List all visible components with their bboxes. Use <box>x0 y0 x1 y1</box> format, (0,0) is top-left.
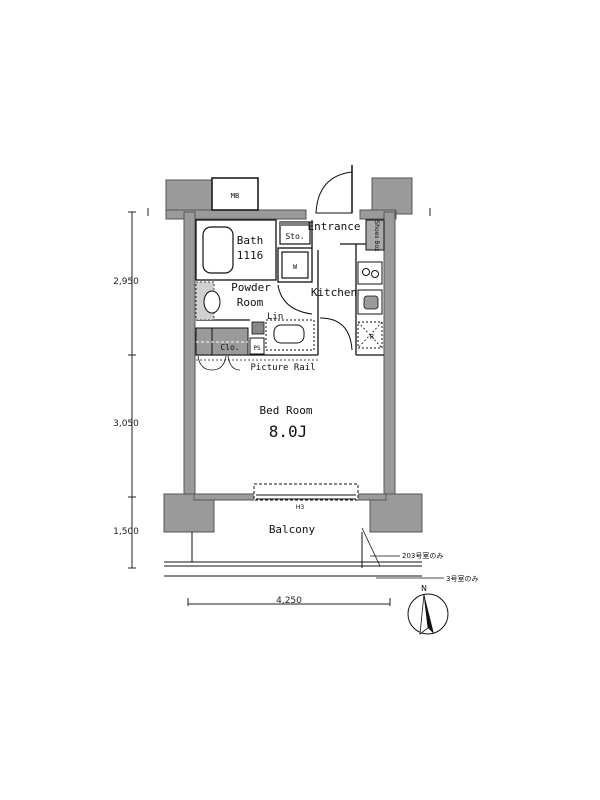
north-arrow-head-dark <box>424 594 434 634</box>
dim-v2: 3,050 <box>113 419 139 429</box>
toilet <box>203 290 221 314</box>
kitchen-door-arc <box>319 317 353 351</box>
entrance-label: Entrance <box>308 220 361 233</box>
bath-area <box>195 219 277 281</box>
mb-box <box>211 177 259 211</box>
powder-door-arc <box>277 284 313 315</box>
bath-size-label: 1116 <box>237 249 264 262</box>
partition-line <box>361 527 381 567</box>
closet-door-3 <box>227 355 241 371</box>
picture-rail-label: Picture Rail <box>250 363 315 373</box>
closet-door-1 <box>197 355 213 371</box>
north-arrow-head-light <box>419 593 429 635</box>
dim-h1: 4,250 <box>276 596 302 606</box>
bottom-wall-left <box>193 493 257 501</box>
north-arrow: N <box>407 584 449 635</box>
powder-room-label-1: Powder <box>231 281 271 294</box>
bed-room-label: Bed Room <box>260 404 313 417</box>
window-dashed <box>253 483 359 501</box>
w-box <box>277 247 313 283</box>
washbasin <box>273 324 305 344</box>
walls <box>163 177 423 533</box>
right-wall <box>383 211 396 503</box>
left-wall <box>183 211 196 503</box>
balcony-rails <box>164 527 422 577</box>
dim-v3: 1,500 <box>113 527 139 537</box>
burner-2 <box>371 270 379 278</box>
lin-label: Lin <box>267 312 283 322</box>
window-label: H3 <box>296 504 305 511</box>
bed-room-size-label: 8.0J <box>269 422 308 441</box>
ps-box <box>249 337 265 355</box>
entrance-door <box>315 171 353 214</box>
clo-label: Clo. <box>220 343 239 352</box>
shoes-box-label: Shoes Box <box>373 220 380 252</box>
kitchen-label: Kitchen <box>311 286 357 299</box>
north-label: N <box>421 584 427 593</box>
sto-label: Sto. <box>285 232 304 241</box>
note-3: 3号室のみ <box>446 574 478 583</box>
lin-box <box>251 321 265 335</box>
sto-shade <box>280 222 310 226</box>
dim-v1: 2,950 <box>113 277 139 287</box>
pillar-top-right <box>371 177 413 215</box>
stove <box>357 261 383 285</box>
dimension-lines <box>128 208 431 606</box>
w-label: W <box>293 263 298 271</box>
burner-1 <box>362 268 370 276</box>
bath-label: Bath <box>237 234 264 247</box>
r-label: R <box>370 333 375 341</box>
ps-label: PS <box>253 345 261 352</box>
washer-box <box>281 251 309 279</box>
kitchen-sink-basin <box>363 295 379 310</box>
note-203: 203号室のみ <box>402 551 443 560</box>
balcony-label: Balcony <box>269 523 316 536</box>
pillar-top-left <box>165 179 213 213</box>
refrigerator-x2 <box>357 321 383 349</box>
mb-label: MB <box>231 192 239 200</box>
shoes-box <box>365 219 385 251</box>
powder-room-label-2: Room <box>237 296 264 309</box>
top-wall-right <box>359 209 397 220</box>
closet-door-2 <box>211 355 227 371</box>
bathtub <box>202 226 234 274</box>
bottom-wall-right <box>355 493 387 501</box>
